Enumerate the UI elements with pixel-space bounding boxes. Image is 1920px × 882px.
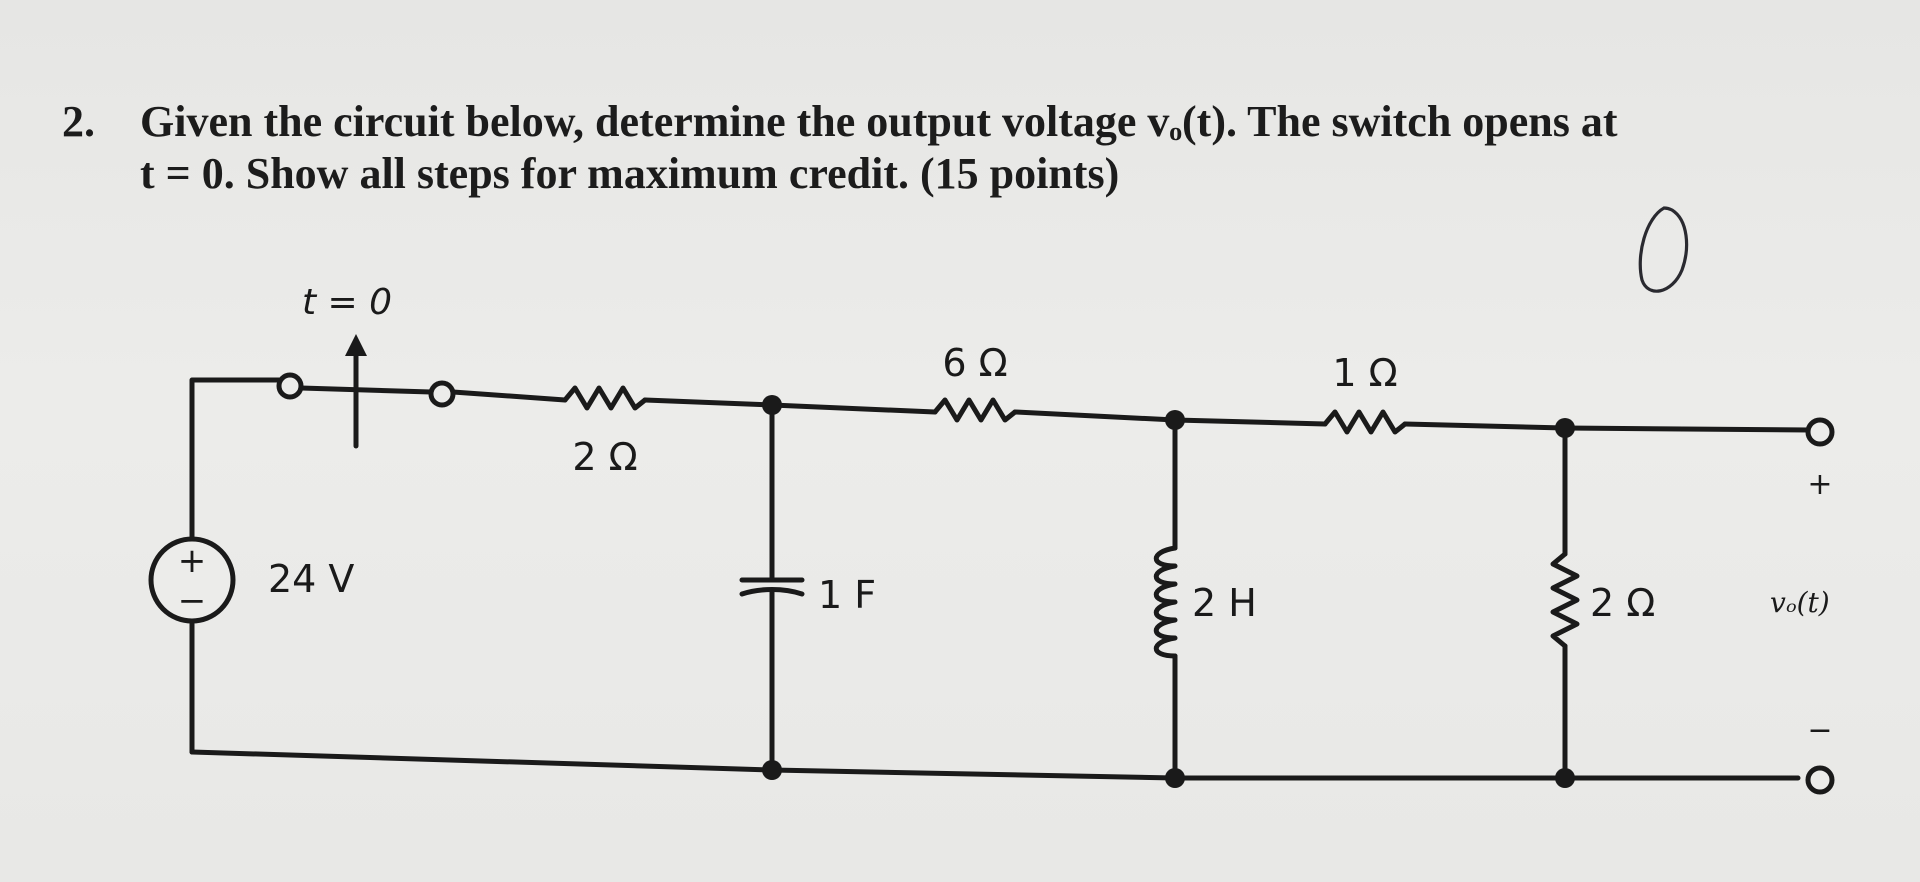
switch-terminal-right xyxy=(428,380,456,408)
node-3 xyxy=(1555,418,1575,438)
switch xyxy=(276,347,456,449)
wire-node2-to-r3 xyxy=(1172,417,1328,427)
r3-label: 1 Ω xyxy=(1332,351,1397,395)
wire-left-vertical-top xyxy=(189,377,283,543)
node-2 xyxy=(1165,410,1185,430)
problem-text-line-1: Given the circuit below, determine the o… xyxy=(140,97,1618,146)
problem-number: 2. xyxy=(62,97,95,146)
node-1 xyxy=(762,395,782,415)
inductor-2h xyxy=(1153,545,1178,659)
inductor-label: 2 H xyxy=(1192,581,1257,625)
problem-text-line-2: t = 0. Show all steps for maximum credit… xyxy=(140,149,1120,198)
output-voltage-label: vₒ(t) xyxy=(1770,586,1830,619)
capacitor-label: 1 F xyxy=(818,573,876,617)
wire-node1-to-r2 xyxy=(769,402,938,415)
node-5 xyxy=(1165,768,1185,788)
switch-terminal-left xyxy=(276,372,304,400)
wire-switch-to-r1 xyxy=(450,389,568,403)
r2-label: 6 Ω xyxy=(942,341,1007,385)
output-minus-sign: − xyxy=(1807,713,1832,748)
wire-node3-to-output xyxy=(1562,425,1813,433)
switch-label: t = 0 xyxy=(302,282,392,323)
resistor-2ohm-a xyxy=(562,385,648,411)
resistor-2ohm-b xyxy=(1550,551,1580,649)
source-label: 24 V xyxy=(268,557,354,601)
source-plus-sign: + xyxy=(178,541,207,581)
output-plus-sign: + xyxy=(1807,467,1832,502)
node-6 xyxy=(1555,768,1575,788)
r4-label: 2 Ω xyxy=(1590,581,1655,625)
voltage-source xyxy=(148,536,236,624)
output-terminal-bottom xyxy=(1805,765,1835,795)
node-4 xyxy=(762,760,782,780)
wire-r1-to-node1 xyxy=(642,397,775,408)
r1-label: 2 Ω xyxy=(572,435,637,479)
resistor-6ohm xyxy=(932,397,1018,423)
wire-r3-to-node3 xyxy=(1402,421,1568,431)
resistor-1ohm xyxy=(1322,409,1408,435)
wire-r2-to-node2 xyxy=(1012,409,1178,423)
switch-blade xyxy=(298,385,434,395)
switch-arrow-icon xyxy=(345,334,367,356)
source-minus-sign: − xyxy=(178,581,207,621)
output-terminal-top xyxy=(1805,417,1835,447)
handwritten-mark xyxy=(1638,206,1689,293)
